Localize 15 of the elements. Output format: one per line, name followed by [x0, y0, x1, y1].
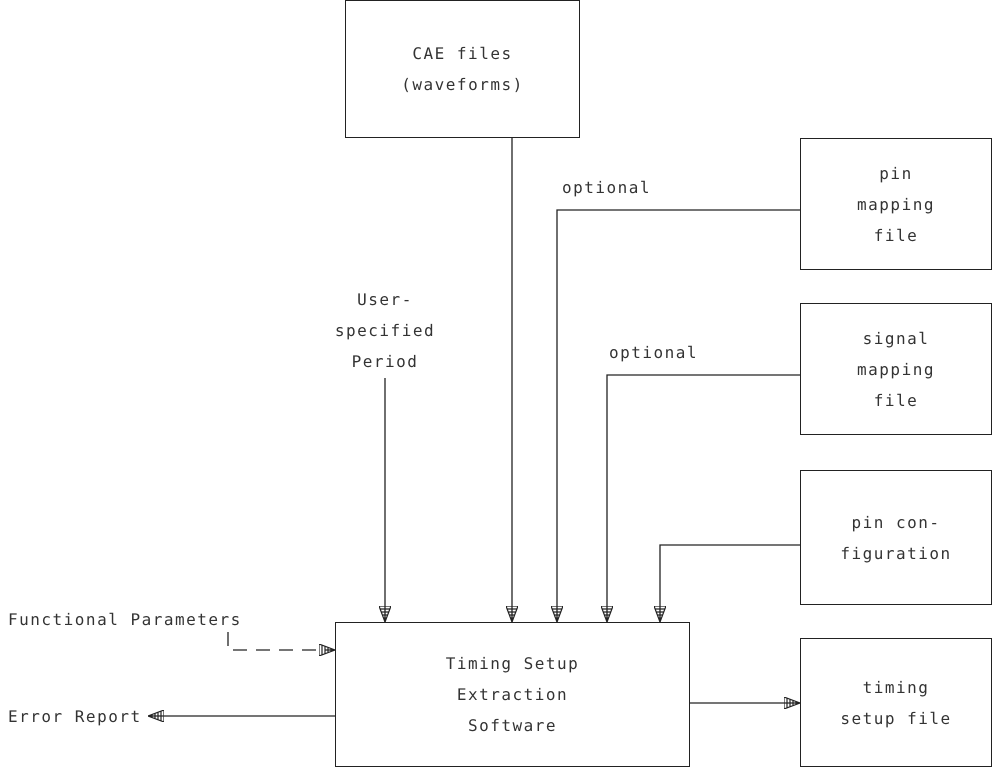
- box-label: Timing Setup Extraction Software: [444, 653, 580, 737]
- process-box: [800, 303, 992, 435]
- process-box: [800, 470, 992, 605]
- node-label: User- specified Period: [334, 288, 436, 372]
- process-box: [345, 0, 580, 138]
- box-label: CAE files (waveforms): [400, 43, 525, 96]
- node-label: Functional Parameters: [8, 608, 242, 630]
- box-label: signal mapping file: [856, 328, 936, 412]
- process-box: [800, 138, 992, 270]
- box-label: timing setup file: [839, 676, 953, 730]
- box-label: pin mapping file: [856, 162, 936, 246]
- process-box: [800, 638, 992, 767]
- process-box: [335, 622, 690, 767]
- box-label: pin con- figuration: [839, 512, 953, 564]
- node-label: Error Report: [8, 706, 142, 728]
